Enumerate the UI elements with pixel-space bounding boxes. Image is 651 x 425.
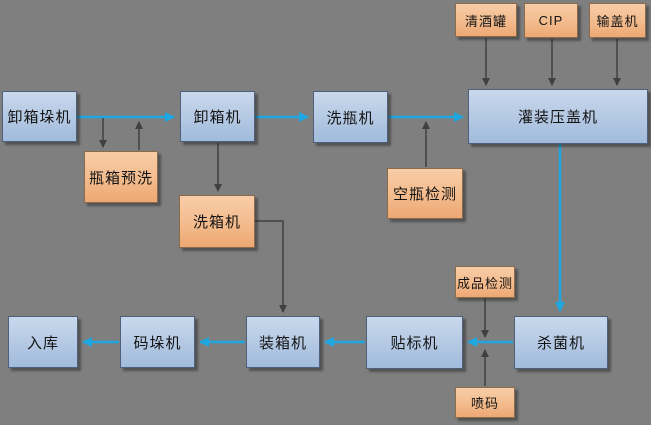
- node-crate-washer: 洗箱机: [179, 195, 255, 248]
- node-cip: CIP: [524, 3, 578, 38]
- link-arrow-crate-washer-to-case-packer: [255, 220, 287, 313]
- node-empty-bottle-inspection: 空瓶检测: [387, 168, 463, 219]
- node-case-packer: 装箱机: [246, 316, 320, 368]
- node-sterilizer: 杀菌机: [514, 316, 608, 369]
- node-filler-capper: 灌装压盖机: [468, 89, 648, 144]
- node-finished-inspection: 成品检测: [455, 266, 515, 298]
- node-palletizer: 码垛机: [120, 316, 195, 368]
- node-warehouse: 入库: [8, 316, 78, 368]
- node-unboxer: 卸箱机: [180, 91, 255, 142]
- node-unpalletizer: 卸箱垛机: [2, 91, 77, 142]
- node-labeler: 贴标机: [366, 316, 463, 369]
- node-bottle-washer: 洗瓶机: [313, 91, 388, 143]
- node-sake-tank: 清酒罐: [455, 3, 517, 37]
- node-crate-prewash: 瓶箱预洗: [84, 151, 158, 203]
- node-inkjet-coder: 喷码: [455, 387, 515, 418]
- node-cap-feeder: 输盖机: [589, 3, 646, 38]
